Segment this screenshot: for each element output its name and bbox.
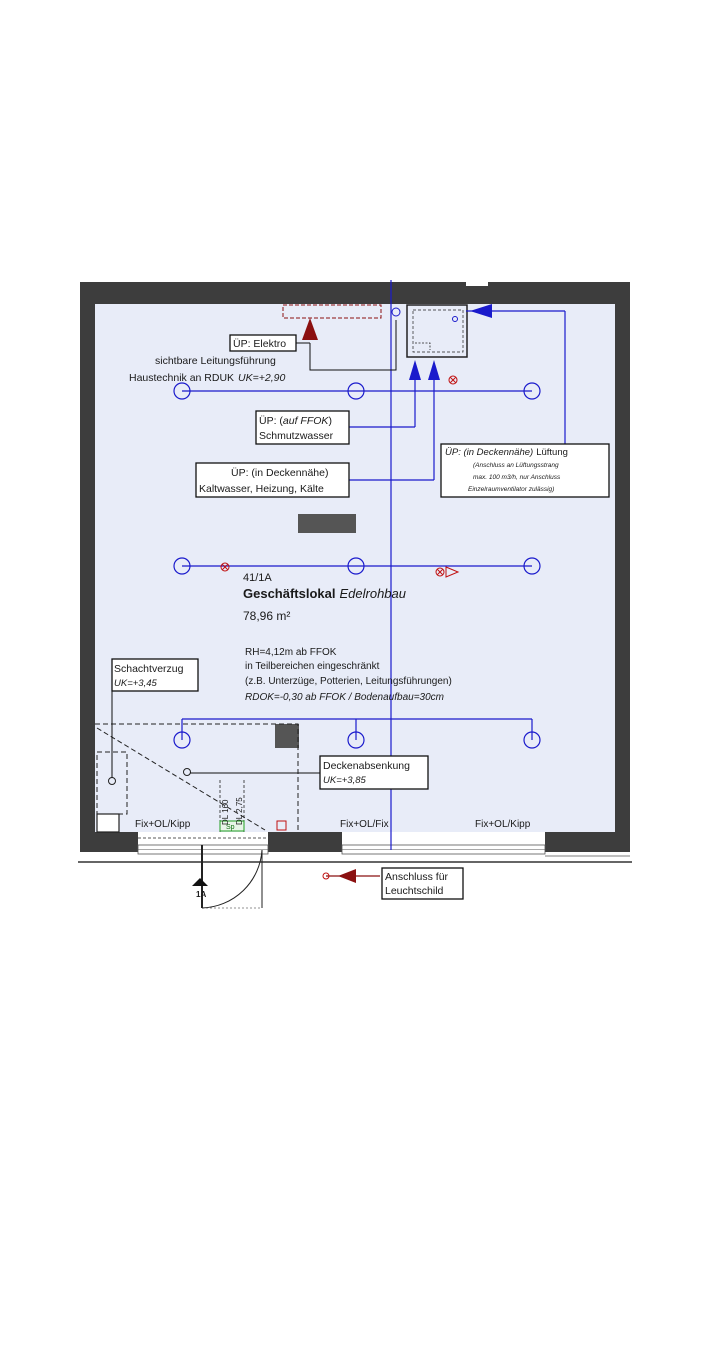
room-area: 78,96 m² [243,609,290,623]
door-label-dl2: DL 2,75 [235,797,244,825]
green-tag: Sp [226,824,235,831]
electro-arrow-icon [302,318,318,340]
callout-schacht-title: Schachtverzug [114,663,184,675]
callout-lueftung-line3: max. 100 m3/h, nur Anschluss [473,474,561,481]
corner-box [96,813,120,833]
shaft-riser-left [391,307,401,317]
callout-kalt-box [195,462,350,498]
leuchtschild-arrow-icon [338,869,356,883]
pillar-marker [275,724,299,748]
ceiling-outlets [173,382,541,749]
wall-top [80,282,630,304]
room-height-1: RH=4,12m ab FFOK [245,647,337,658]
ventilation-arrow-icon [470,304,492,318]
callout-decken-uk: UK=+3,85 [323,775,366,786]
electro-dashed-box [282,304,382,319]
wall-left [80,282,95,852]
shaft-dashed-inner [412,309,464,353]
room-number: 41/1A [243,572,272,584]
room-height-3: (z.B. Unterzüge, Potterien, Leitungsführ… [245,676,452,687]
small-red-box [276,820,287,831]
green-tag-box [219,820,245,832]
room-height-2: in Teilbereichen eingeschränkt [245,661,380,672]
callout-lueftung-line4: Einzelraumventilator zulässig) [468,486,554,493]
callout-lueftung-box [440,443,610,498]
wall-bottom-pier [268,832,342,852]
room-floor [95,304,615,832]
wall-bottom-left [80,832,138,852]
callout-lueftung-title: ÜP: (in Deckennähe)Lüftung [445,447,568,458]
door-opening [138,780,268,839]
wall-right [615,282,630,852]
callout-schacht-box [111,658,199,692]
door-label-dl1: DL 160 [221,799,230,825]
callout-schmutz-title: ÜP: (auf FFOK) [259,415,332,427]
callout-anschluss-box [381,867,464,900]
callout-elektro-box [229,334,297,352]
window-label-left: Fix+OL/Kipp [135,819,191,830]
callout-elektro-line2: sichtbare Leitungsführung [155,355,276,367]
callout-anschluss-line1: Anschluss für [385,871,449,883]
window-label-right: Fix+OL/Kipp [475,819,531,830]
callout-decken-title: Deckenabsenkung [323,760,410,772]
entrance-door [201,845,263,909]
entrance-marker-icon [192,878,208,886]
leader-lines [111,320,397,778]
column-marker [298,514,356,533]
shaft-riser-right [452,316,458,322]
service-lines [181,280,566,850]
callout-decken-box [319,755,429,790]
callout-kalt-title: ÜP: (in Deckennähe) [231,467,328,479]
shaft-box [406,304,468,358]
callout-anschluss-line2: Leuchtschild [385,885,444,897]
water-arrow-right-icon [428,360,440,380]
water-arrow-left-icon [409,360,421,380]
room-height-4: RDOK=-0,30 ab FFOK / Bodenaufbau=30cm [245,692,444,703]
window-label-mid: Fix+OL/Fix [340,819,389,830]
callout-schmutz-box [255,410,350,445]
lowering-point [183,768,191,776]
callout-schacht-uk: UK=+3,45 [114,678,157,689]
walls [80,282,630,852]
callout-schmutz-line2: Schmutzwasser [259,430,334,442]
electric-points [220,375,460,578]
callout-lueftung-line2: (Anschluss an Lüftungsstrang [473,462,559,469]
wall-bottom-right [545,832,630,852]
callout-kalt-line2: Kaltwasser, Heizung, Kälte [199,483,324,495]
top-wall-notch [466,278,488,286]
callout-elektro-title: ÜP: Elektro [233,338,286,350]
entrance-tag: 1A [196,890,206,899]
leuchtschild-point [322,872,330,880]
